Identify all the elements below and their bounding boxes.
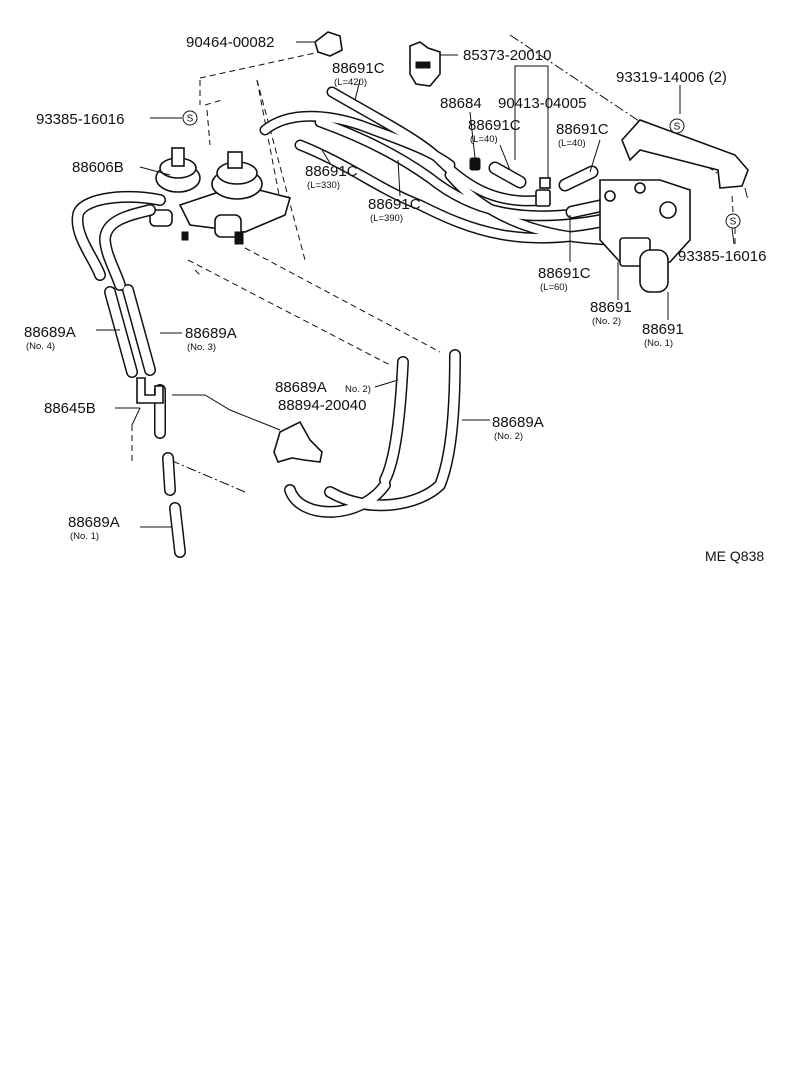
svg-text:S: S xyxy=(674,122,681,133)
svg-text:(No. 1): (No. 1) xyxy=(644,338,673,349)
svg-text:No. 2): No. 2) xyxy=(345,384,371,395)
svg-text:(L=40): (L=40) xyxy=(470,134,498,145)
svg-text:(No. 1): (No. 1) xyxy=(70,531,99,542)
label-93385-16016-right: 93385-16016 xyxy=(678,248,766,265)
label-88689a-no2-upper: 88689A xyxy=(275,379,327,396)
label-85373-20010: 85373-20010 xyxy=(463,47,551,64)
label-90413-04005: 90413-04005 xyxy=(498,95,586,112)
svg-text:(L=60): (L=60) xyxy=(540,282,568,293)
guide-lines xyxy=(131,34,749,493)
diagram-code: ME Q838 xyxy=(705,548,764,564)
svg-text:(L=330): (L=330) xyxy=(307,180,340,191)
svg-text:(No. 2): (No. 2) xyxy=(494,431,523,442)
vsv-bracket xyxy=(599,119,749,293)
svg-text:(L=390): (L=390) xyxy=(370,213,403,224)
label-88691-no1: 88691 xyxy=(642,321,684,338)
label-88691-no2: 88691 xyxy=(590,299,632,316)
label-88606b: 88606B xyxy=(72,159,124,176)
left-hoses xyxy=(71,190,186,558)
label-88689a-no2-lower: 88689A xyxy=(492,414,544,431)
hose-bundle xyxy=(259,86,635,246)
valve-assembly-88606b xyxy=(149,147,292,245)
label-88691c-l420: 88691C xyxy=(332,60,385,77)
label-88645b: 88645B xyxy=(44,400,96,417)
svg-text:(No. 4): (No. 4) xyxy=(26,341,55,352)
label-93319-14006: 93319-14006 (2) xyxy=(616,69,727,86)
s-marker-top-right: S xyxy=(669,118,685,134)
lower-hoses xyxy=(273,349,461,518)
label-93385-16016-left: 93385-16016 xyxy=(36,111,124,128)
label-88689a-no3: 88689A xyxy=(185,325,237,342)
part-labels: 90464-00082 85373-20010 93319-14006 (2) … xyxy=(24,34,766,564)
svg-text:(No. 3): (No. 3) xyxy=(187,342,216,353)
svg-text:(No. 2): (No. 2) xyxy=(592,316,621,327)
leader-lines xyxy=(96,41,735,528)
clamp-85373 xyxy=(409,41,441,87)
label-90464-00082: 90464-00082 xyxy=(186,34,274,51)
svg-text:S: S xyxy=(730,217,737,228)
label-88691c-l390: 88691C xyxy=(368,196,421,213)
clamp-90464 xyxy=(314,31,343,57)
svg-text:(L=420): (L=420) xyxy=(334,77,367,88)
label-88894-20040: 88894-20040 xyxy=(278,397,366,414)
svg-text:(L=40): (L=40) xyxy=(558,138,586,149)
s-marker-left: S xyxy=(182,110,198,126)
label-88691c-l40-a: 88691C xyxy=(468,117,521,134)
label-88691c-l330: 88691C xyxy=(305,163,358,180)
s-marker-right: S xyxy=(725,213,741,229)
label-88684: 88684 xyxy=(440,95,482,112)
label-88689a-no4: 88689A xyxy=(24,324,76,341)
label-88691c-l40-b: 88691C xyxy=(556,121,609,138)
label-88689a-no1: 88689A xyxy=(68,514,120,531)
label-88691c-l60: 88691C xyxy=(538,265,591,282)
svg-text:S: S xyxy=(187,114,194,125)
